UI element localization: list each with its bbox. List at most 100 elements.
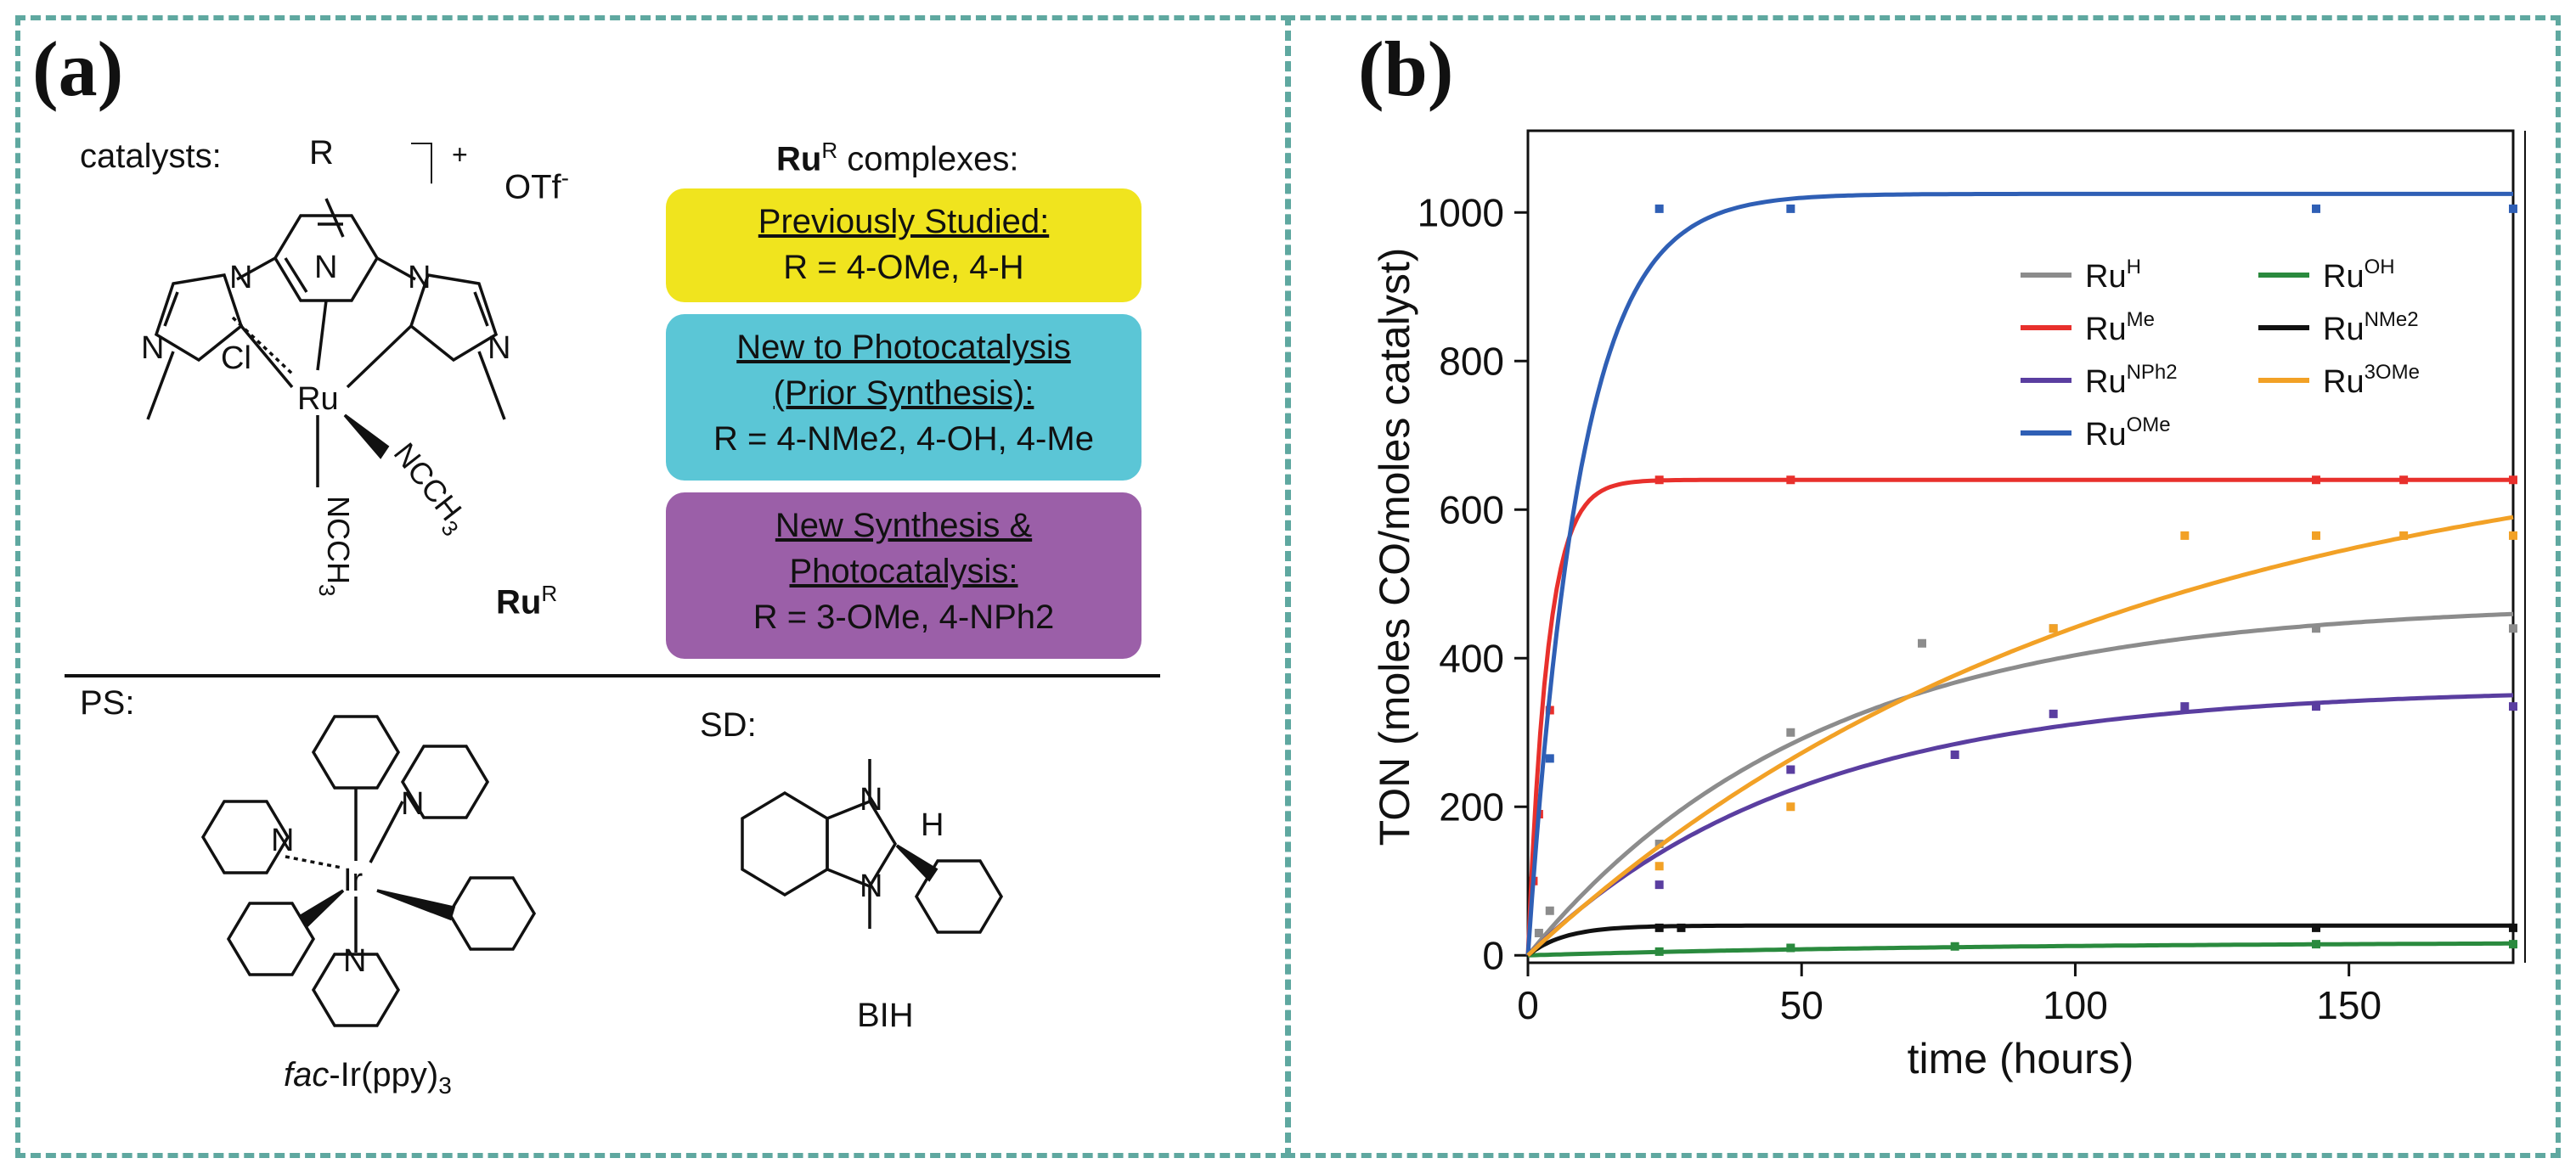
x-tick-label: 50 [1780,983,1823,1027]
data-point-me [2312,475,2320,485]
data-point-oh [2312,940,2320,949]
y-tick-label: 600 [1439,487,1504,531]
data-point-nme2 [1677,923,1686,932]
box1-line1: Previously Studied: [758,203,1050,240]
x-tick-label: 150 [2316,983,2382,1027]
fit-curve-nph2 [1526,693,2514,958]
data-point-h [1534,929,1543,937]
data-point-3ome [2399,531,2409,540]
data-point-nph2 [2180,702,2190,711]
data-point-me [2399,475,2409,485]
data-point-ome [1786,204,1795,213]
box-previously-studied: Previously Studied: R = 4-OMe, 4-H [666,188,1141,302]
data-point-oh [1786,943,1795,953]
panel-letter-b: (b) [1358,25,1454,112]
box3-line3: R = 3-OMe, 4-NPh2 [753,599,1055,636]
y-tick-label: 400 [1439,636,1504,680]
legend-label-ome: RuOMe [2085,413,2171,453]
x-tick-label: 100 [2043,983,2108,1027]
y-tick-label: 1000 [1418,190,1504,234]
fit-curve-3ome [1526,514,2514,958]
legend-label-me: RuMe [2085,308,2155,347]
data-point-h [1918,638,1926,648]
data-point-ome [1654,204,1664,213]
atom-n-right-bottom: N [488,330,510,366]
atom-h: H [921,807,944,843]
box2-line1: New to Photocatalysis [736,329,1071,366]
data-point-h [2312,624,2320,633]
r-group-label: R [309,134,334,171]
data-point-ome [2312,204,2320,213]
atom-n-left-top: N [229,260,252,295]
bih-structure: N N H [741,759,1004,934]
atom-n-left-bottom: N [141,330,164,366]
data-point-oh [1654,947,1664,956]
data-point-nph2 [1950,751,1959,759]
atom-n-bih-top: N [860,782,882,818]
bracket-charge: ⏋+ [411,139,468,188]
data-point-me [2509,475,2517,485]
fit-curve-h [1526,611,2514,957]
data-point-nme2 [2509,923,2517,932]
atom-n-central: N [314,250,337,285]
data-point-3ome [2049,624,2058,633]
counterion: OTf- [504,165,569,206]
data-point-nph2 [1786,765,1795,774]
data-point-h [1786,728,1795,737]
ir-ppy3-structure: Ir N N N [200,715,537,1027]
data-point-nph2 [2312,702,2320,711]
y-tick-label: 0 [1482,933,1504,977]
panel-a: (a) catalysts: R ⏋+ OTf- [15,15,1291,1158]
data-point-me [1654,475,1664,485]
data-point-3ome [2509,531,2517,540]
box3-line2: Photocatalysis: [789,553,1018,590]
fit-curve-ome [1525,191,2513,956]
cation-charge: + [452,139,468,170]
atom-n-ppy3: N [343,943,366,979]
data-point-oh [1950,942,1959,951]
atom-n-right-top: N [408,260,431,295]
atom-n-ppy2: N [401,786,424,822]
right-imidazole-ring [409,273,499,363]
legend-label-oh: RuOH [2323,256,2395,295]
box2-line3: R = 4-NMe2, 4-OH, 4-Me [713,420,1094,458]
data-point-nph2 [2509,702,2517,711]
box2-line2: (Prior Synthesis): [773,374,1034,412]
legend-label-h: RuH [2085,256,2141,295]
data-point-h [1545,906,1554,915]
atom-cl: Cl [221,340,251,376]
legend-label-nme2: RuNMe2 [2323,308,2419,347]
data-point-ome [2509,204,2517,213]
box3-line1: New Synthesis & [775,507,1033,544]
data-point-nph2 [2049,709,2058,718]
atom-ru: Ru [297,381,339,417]
box-new-to-photocatalysis: New to Photocatalysis (Prior Synthesis):… [666,314,1141,481]
ligand-ncch3-axial: NCCH3 [314,496,356,596]
ps-label: PS: [80,684,135,722]
x-tick-label: 0 [1517,983,1539,1027]
x-axis-label: time (hours) [1908,1035,2134,1082]
atom-n-ppy1: N [271,823,294,858]
data-point-nme2 [2312,923,2320,932]
ton-chart: 0 50 100 150 0 200 400 600 800 1000 time (hours) TO… [1371,129,2526,1082]
data-point-3ome [1654,862,1664,871]
legend-label-3ome: Ru3OMe [2323,361,2420,400]
box-new-synthesis: New Synthesis & Photocatalysis: R = 3-OM… [666,492,1141,659]
atom-n-bih-bottom: N [860,869,882,904]
ru-catalyst-structure: N N N N N Cl Ru NCCH3 NCCH3 [141,198,510,596]
catalysts-label: catalysts: [80,138,222,175]
box1-line2: R = 4-OMe, 4-H [783,249,1024,286]
data-point-ome [1545,754,1554,763]
fit-curve-nme2 [1526,923,2513,958]
data-point-nph2 [1654,880,1664,890]
y-axis-label: TON (moles CO/moles catalyst) [1371,248,1418,846]
data-point-nme2 [1654,923,1664,932]
y-tick-label: 800 [1439,339,1504,383]
atom-ir: Ir [343,863,364,898]
panel-b: (b) 0 50 100 150 0 200 400 600 800 1000 time (hour… [1285,15,2561,1158]
fit-curve-me [1525,477,2513,956]
complexes-header: RuR complexes: [776,138,1019,178]
ps-name: fac-Ir(ppy)3 [284,1056,452,1099]
y-tick-label: 200 [1439,784,1504,829]
legend-label-nph2: RuNPh2 [2085,361,2178,400]
